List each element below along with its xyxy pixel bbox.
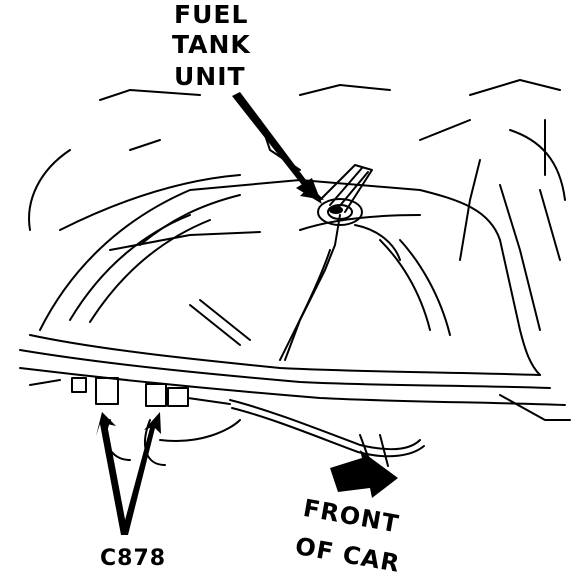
connector-label: C878 [100,546,167,571]
front-of-car-arrow [330,450,398,498]
fuel-tank-unit [284,164,401,361]
tank-unit-fill [329,206,343,214]
body-panel-lines [28,79,566,331]
fuel-tank-unit-arrow [232,92,324,204]
tank-ribs [69,194,451,361]
fuel-tank-unit-label-line-3: UNIT [174,62,246,91]
fuel-lines [229,399,425,467]
fuel-tank-unit-label-line-1: FUEL [174,0,249,29]
connector-hardware [71,377,241,466]
connector-arrows [96,412,161,535]
fuel-tank-unit-label-line-2: TANK [172,30,251,59]
fuel-tank-outline [19,179,571,421]
